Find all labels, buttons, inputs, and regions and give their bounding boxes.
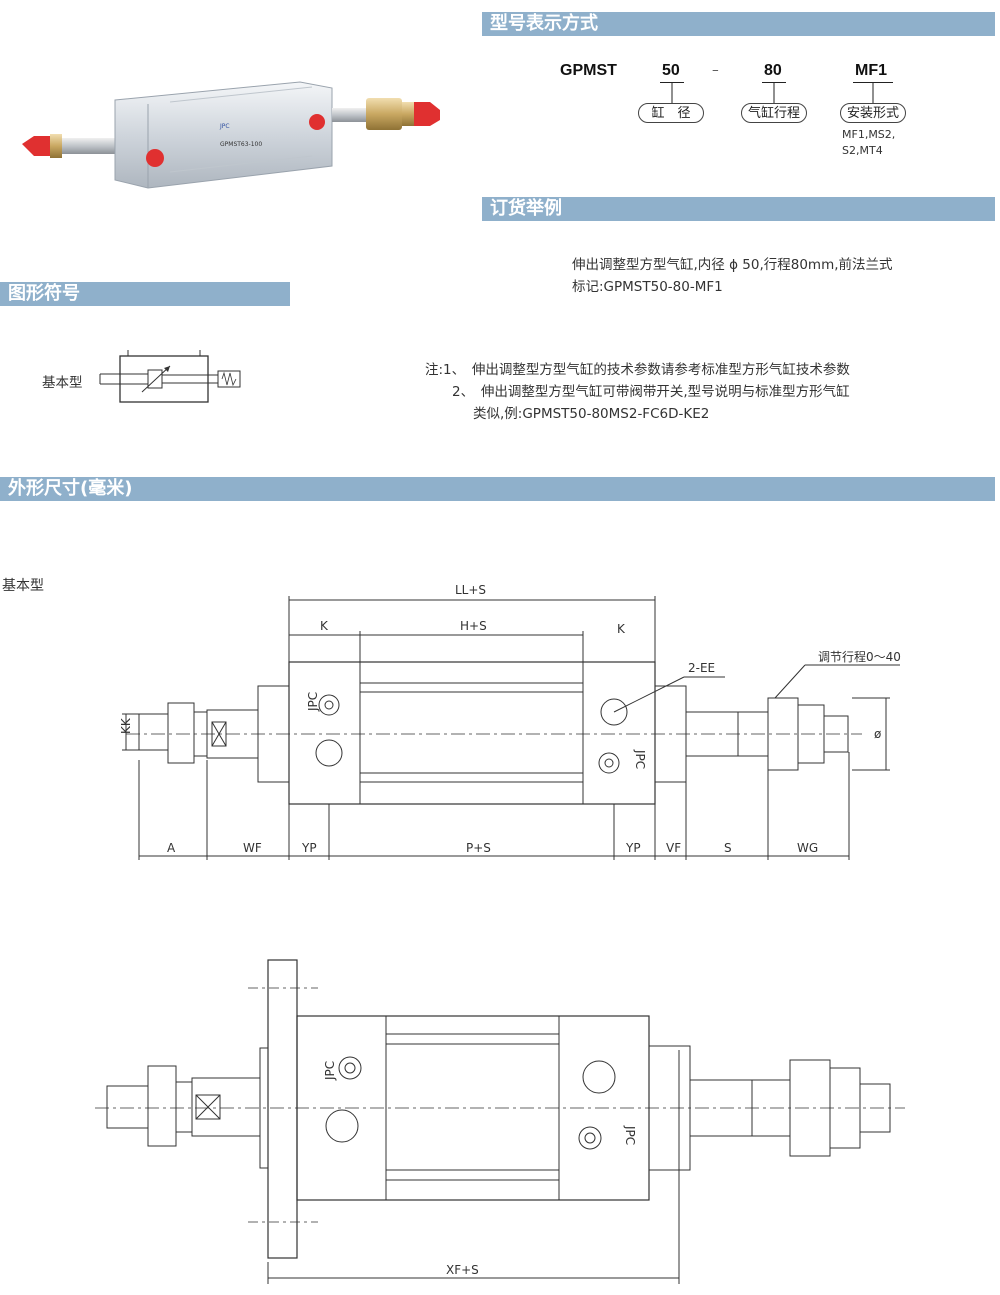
dim-xf-s: XF+S: [446, 1263, 479, 1277]
dim-s: S: [724, 841, 732, 855]
product-photo: JPC GPMST63-100: [22, 81, 440, 189]
left-rod: [62, 138, 120, 154]
left-red-cap: [22, 136, 50, 156]
dim-phi: ø: [874, 727, 881, 741]
symbol-label: 基本型: [42, 375, 83, 391]
section-header-dimensions: 外形尺寸(毫米): [0, 477, 995, 501]
code-series: GPMST: [560, 62, 617, 79]
jpc-mark-left: JPC: [306, 692, 320, 712]
rear-port: [309, 114, 325, 130]
dim-adjust-stroke: 调节行程0～40: [818, 649, 901, 664]
code-mount: MF1: [855, 62, 887, 79]
right-red-cap: [414, 102, 440, 126]
dim-k-right: K: [617, 622, 626, 636]
note-3: 类似,例:GPMST50-80MS2-FC6D-KE2: [473, 406, 710, 422]
dim-h-s: H+S: [460, 619, 487, 633]
drawing-flange-type: JPC JPC XF+S: [95, 959, 905, 1284]
order-line-1: 伸出调整型方型气缸,内径 ϕ 50,行程80mm,前法兰式: [572, 257, 893, 273]
note-2: 2、 伸出调整型方型气缸可带阀带开关,型号说明与标准型方形气缸: [425, 384, 850, 400]
code-bore: 50: [662, 62, 680, 79]
jpc-mark-left-2: JPC: [323, 1061, 337, 1081]
photo-model: GPMST63-100: [220, 141, 262, 148]
dim-ll-s: LL+S: [455, 583, 486, 597]
drawing-basic-type: LL+S K H+S K 2-EE 调节行程0～40 ø KK JPC JPC …: [119, 583, 901, 860]
label-bore: 缸 径: [638, 103, 704, 123]
jpc-mark-right: JPC: [633, 749, 647, 769]
photo-brand: JPC: [219, 123, 230, 130]
label-stroke: 气缸行程: [741, 103, 807, 123]
section-header-graphic-symbol: 图形符号: [0, 282, 290, 306]
dim-vf: VF: [666, 841, 681, 855]
section-header-model-notation: 型号表示方式: [482, 12, 995, 36]
cylinder-symbol: [99, 350, 241, 403]
code-stroke: 80: [764, 62, 782, 79]
order-line-2: 标记:GPMST50-80-MF1: [572, 279, 723, 295]
code-connectors: [671, 83, 874, 103]
dim-wf: WF: [243, 841, 262, 855]
mount-options-1: MF1,MS2,: [842, 128, 896, 141]
cylinder-body: [114, 81, 333, 189]
adjust-sleeve: [366, 98, 402, 130]
dim-kk: KK: [119, 717, 133, 734]
left-nut: [50, 134, 62, 158]
right-rod: [332, 108, 368, 122]
dim-2-ee: 2-EE: [688, 661, 715, 675]
drawing-type-label: 基本型: [2, 578, 44, 594]
dim-k-left: K: [320, 619, 329, 633]
code-dash: –: [712, 62, 719, 78]
dim-p-s: P+S: [466, 841, 491, 855]
section-header-order-example: 订货举例: [482, 197, 995, 221]
jpc-mark-right-2: JPC: [623, 1125, 637, 1145]
dim-wg: WG: [797, 841, 818, 855]
dim-yp-right: YP: [625, 841, 641, 855]
label-mount: 安装形式: [840, 103, 906, 123]
dim-a: A: [167, 841, 176, 855]
note-1: 注:1、 伸出调整型方型气缸的技术参数请参考标准型方形气缸技术参数: [425, 362, 850, 378]
dim-yp-left: YP: [301, 841, 317, 855]
front-port: [146, 149, 164, 167]
mount-options-2: S2,MT4: [842, 144, 883, 157]
